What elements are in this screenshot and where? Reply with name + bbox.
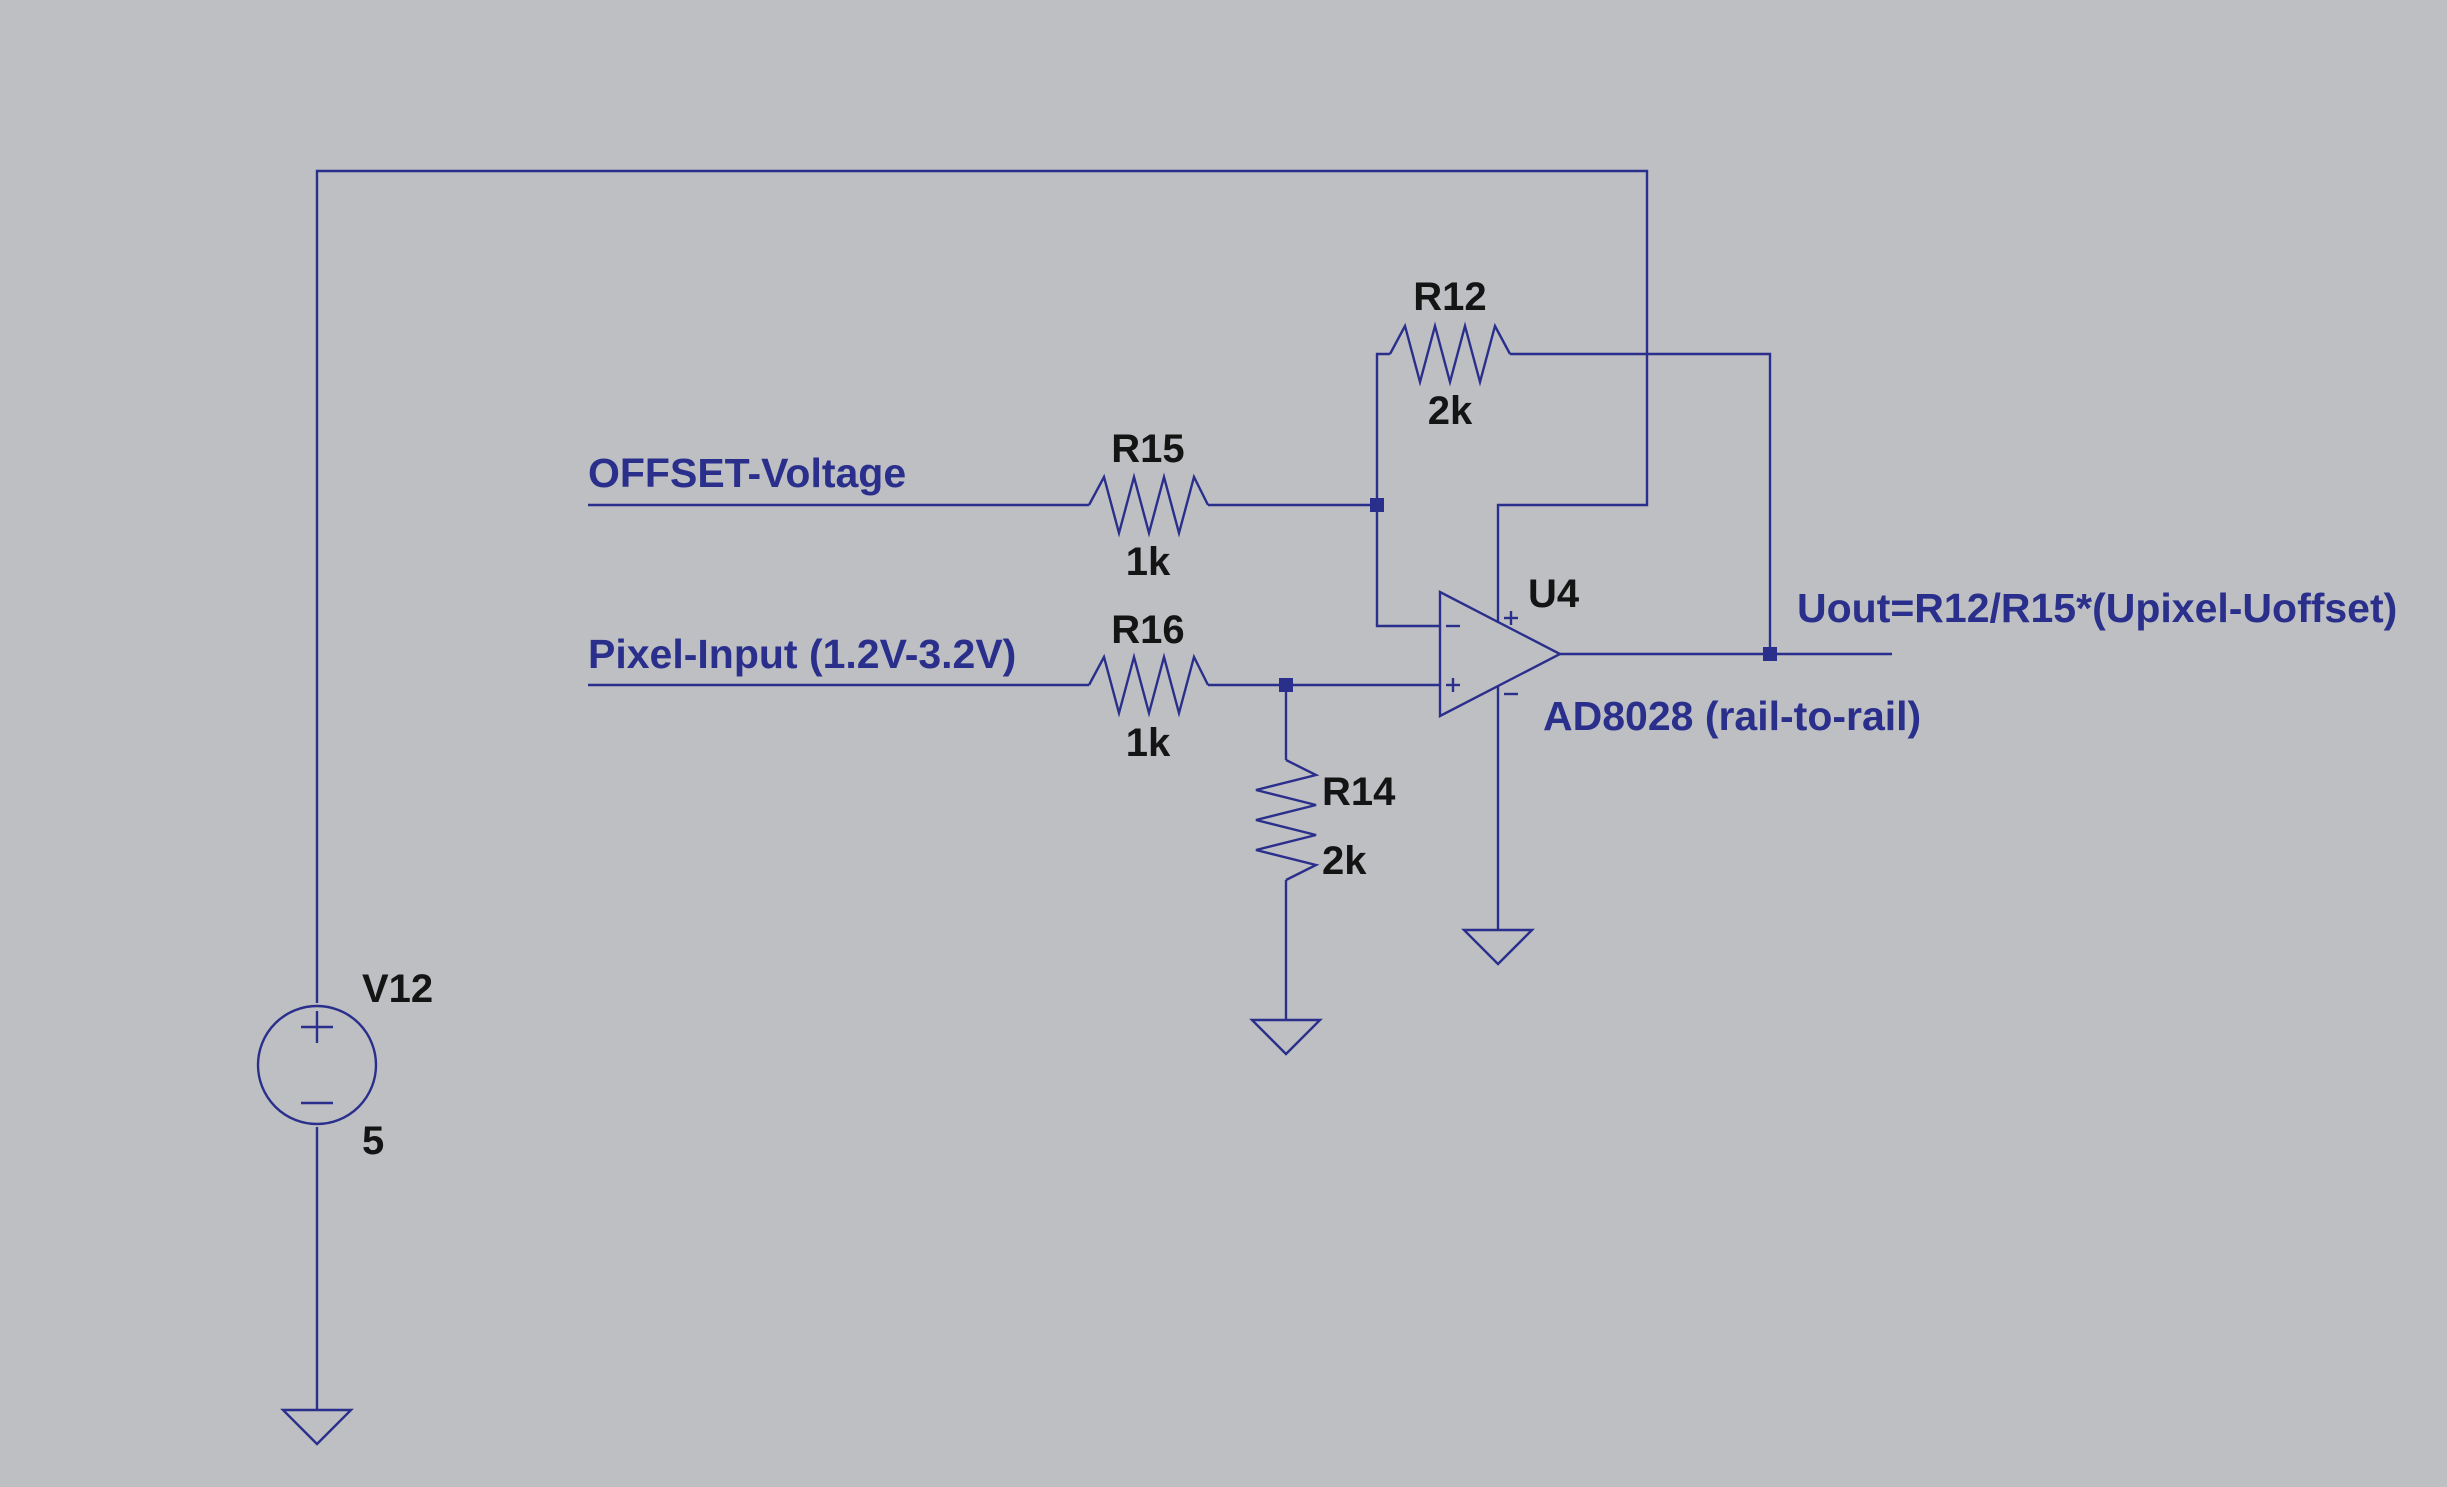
u4-ref-label: U4 [1528, 572, 1580, 616]
net-label-pixel-input: Pixel-Input (1.2V-3.2V) [588, 631, 1016, 677]
r12-ref-label: R12 [1413, 275, 1486, 319]
net-label-offset-voltage: OFFSET-Voltage [588, 450, 906, 496]
wire-junction-r12[interactable] [1375, 352, 1390, 505]
resistor-r15-body [1087, 472, 1210, 538]
v12-value-label: 5 [362, 1119, 384, 1163]
r14-ref-label: R14 [1322, 770, 1396, 814]
r15-value-label: 1k [1126, 540, 1171, 584]
resistor-r14[interactable] [1255, 758, 1320, 882]
ground-symbol-r14 [1249, 1018, 1323, 1056]
ground-symbol-v12 [280, 1408, 354, 1446]
junctions [1279, 498, 1777, 692]
resistor-r12[interactable] [1388, 321, 1512, 387]
wires [315, 169, 1892, 1410]
voltage-source-v12[interactable] [256, 1004, 378, 1126]
r16-value-label: 1k [1126, 721, 1171, 765]
u4-model-label: AD8028 (rail-to-rail) [1543, 693, 1921, 739]
opamp-u4-triangle [1438, 590, 1563, 718]
v12-ref-label: V12 [362, 967, 433, 1011]
ground-symbol-opamp [1461, 928, 1535, 966]
r12-value-label: 2k [1428, 389, 1473, 433]
labels: R12 2k R15 1k R16 1k R14 2k U4 AD8028 (r… [362, 275, 2397, 1163]
r16-ref-label: R16 [1111, 608, 1184, 652]
resistor-r16-body [1087, 652, 1210, 718]
wire-r12-output[interactable] [1510, 352, 1772, 654]
resistor-r15[interactable] [1087, 472, 1210, 538]
r15-ref-label: R15 [1111, 427, 1184, 471]
net-label-uout: Uout=R12/R15*(Upixel-Uoffset) [1797, 585, 2397, 631]
wire-junction-inverting[interactable] [1375, 505, 1440, 628]
junction-dot-output [1763, 647, 1777, 661]
wire-v12-to-supply[interactable] [315, 169, 1649, 1003]
opamp-u4[interactable] [1438, 590, 1563, 718]
junction-dot-noninverting [1279, 678, 1293, 692]
resistor-r16[interactable] [1087, 652, 1210, 718]
r14-value-label: 2k [1322, 839, 1367, 883]
junction-dot-inverting [1370, 498, 1384, 512]
resistor-r12-body [1388, 321, 1512, 387]
resistor-r14-body [1255, 758, 1320, 882]
voltage-source-v12-circle [256, 1004, 378, 1126]
